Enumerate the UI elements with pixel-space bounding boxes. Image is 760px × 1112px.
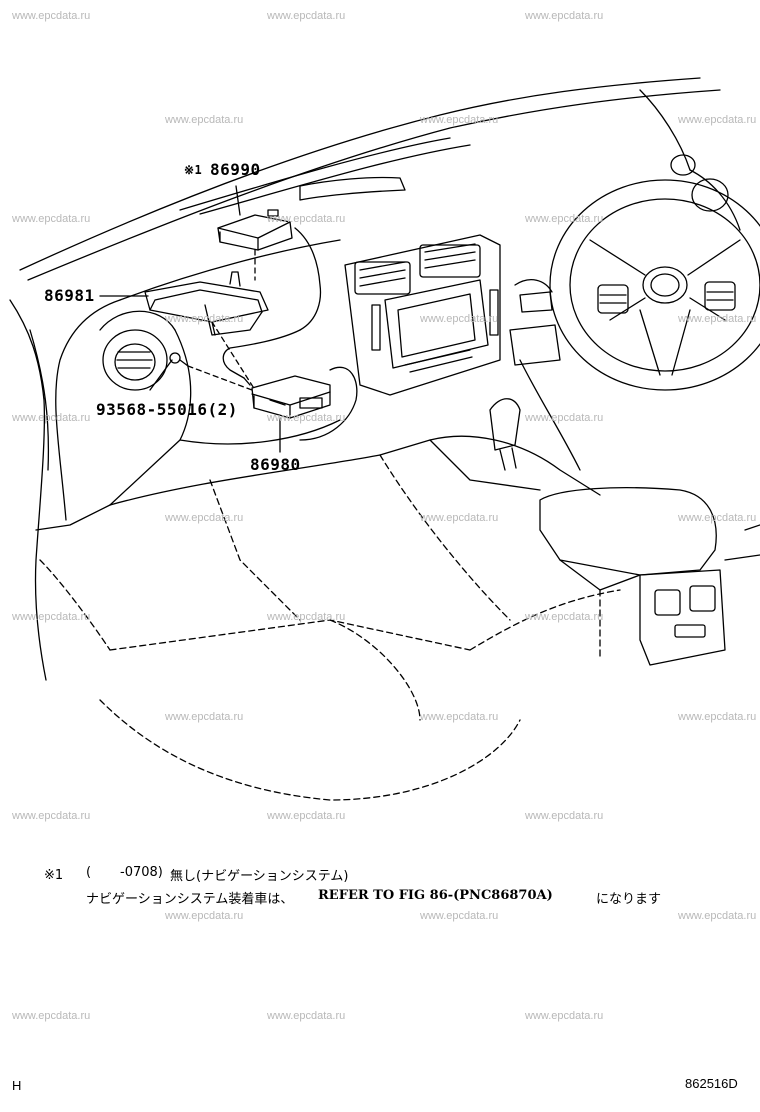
watermark: www.epcdata.ru [12,412,91,424]
dashboard-outline [109,239,381,506]
watermark: www.epcdata.ru [267,213,346,225]
watermark: www.epcdata.ru [525,810,604,822]
floor-outline [39,454,621,801]
watermark: www.epcdata.ru [12,10,91,22]
part-86990-label[interactable]: 86990 [210,160,261,179]
left-vent [99,310,176,391]
watermark: www.epcdata.ru [267,1010,346,1022]
note-reference-link[interactable]: REFER TO FIG 86-(PNC86870A) [318,888,553,903]
watermark: www.epcdata.ru [525,10,604,22]
watermark: www.epcdata.ru [267,810,346,822]
left-door-outline [9,299,121,681]
note-line1-text: 無し(ナビゲーションシステム) [170,869,349,884]
module-86990 [217,209,322,331]
watermark: www.epcdata.ru [165,114,244,126]
watermark: www.epcdata.ru [165,910,244,922]
watermark: www.epcdata.ru [12,1010,91,1022]
center-console [379,398,726,666]
watermark: www.epcdata.ru [678,114,757,126]
watermark: www.epcdata.ru [420,711,499,723]
part-86981-label[interactable]: 86981 [44,286,95,305]
watermark: www.epcdata.ru [525,412,604,424]
watermark: www.epcdata.ru [420,512,499,524]
right-side-outline [509,89,760,561]
figure-number: 862516D [685,1076,738,1091]
watermark: www.epcdata.ru [165,313,244,325]
note-mark: ※1 [44,868,64,883]
part-93568-label[interactable]: 93568-55016(2) [96,400,238,419]
leader-lines [99,185,281,453]
unit-86980 [251,375,331,419]
note-line2-suffix: になります [596,892,662,907]
steering-wheel [549,179,760,391]
watermark: www.epcdata.ru [12,611,91,623]
watermark: www.epcdata.ru [525,213,604,225]
note-paren-open: ( [86,865,92,880]
watermark: www.epcdata.ru [12,213,91,225]
watermark: www.epcdata.ru [678,512,757,524]
screw-93568 [169,352,189,367]
watermark: www.epcdata.ru [267,10,346,22]
watermark: www.epcdata.ru [267,611,346,623]
bracket-86981 [144,271,269,336]
windshield-outline [19,77,721,281]
watermark: www.epcdata.ru [420,114,499,126]
watermark: www.epcdata.ru [420,313,499,325]
watermark: www.epcdata.ru [678,313,757,325]
watermark: www.epcdata.ru [12,810,91,822]
watermark: www.epcdata.ru [165,512,244,524]
note-line2-prefix: ナビゲーションシステム装着車は、 [86,892,294,907]
watermark: www.epcdata.ru [165,711,244,723]
watermark: www.epcdata.ru [525,1010,604,1022]
watermark: www.epcdata.ru [678,910,757,922]
wire-harness [222,329,301,386]
part-86980-label[interactable]: 86980 [250,455,301,474]
watermark: www.epcdata.ru [678,711,757,723]
assembly-lines [187,249,256,391]
note-code: -0708) [120,865,163,880]
watermark: www.epcdata.ru [525,611,604,623]
part-86990-prefix: ※1 [184,163,203,177]
footer-left-code: H [12,1078,22,1093]
watermark: www.epcdata.ru [267,412,346,424]
watermark: www.epcdata.ru [420,910,499,922]
center-stack [344,234,501,396]
